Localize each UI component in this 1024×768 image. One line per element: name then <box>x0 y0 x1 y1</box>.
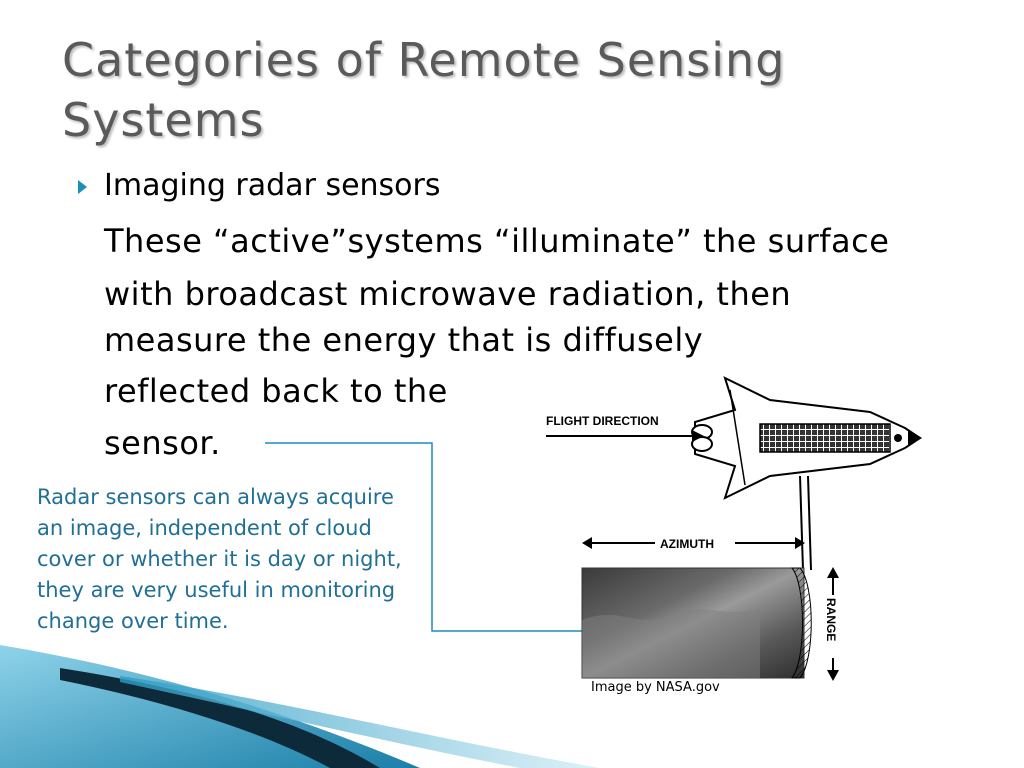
azimuth-label: AZIMUTH <box>660 537 714 551</box>
flight-direction-label: FLIGHT DIRECTION <box>546 414 659 428</box>
callout-text: Radar sensors can always acquire an imag… <box>37 485 402 633</box>
body-line-1: These “active”systems “illuminate” the s… <box>104 222 890 260</box>
body-line-3: measure the energy that is diffusely <box>104 321 704 359</box>
slide-title: Categories of Remote Sensing Systems <box>62 33 786 147</box>
bullet-arrow-icon <box>78 180 87 194</box>
image-caption: Image by NASA.gov <box>591 680 720 695</box>
shuttle-icon <box>691 376 922 500</box>
body-line-5: sensor. <box>104 424 221 462</box>
body-line-2: with broadcast microwave radiation, then <box>104 275 792 313</box>
radar-diagram: FLIGHT DIRECTION AZIMUTH RANGE <box>546 376 922 681</box>
range-label: RANGE <box>824 598 838 641</box>
body-line-4: reflected back to the <box>104 372 448 410</box>
bullet-heading: Imaging radar sensors <box>104 168 441 203</box>
